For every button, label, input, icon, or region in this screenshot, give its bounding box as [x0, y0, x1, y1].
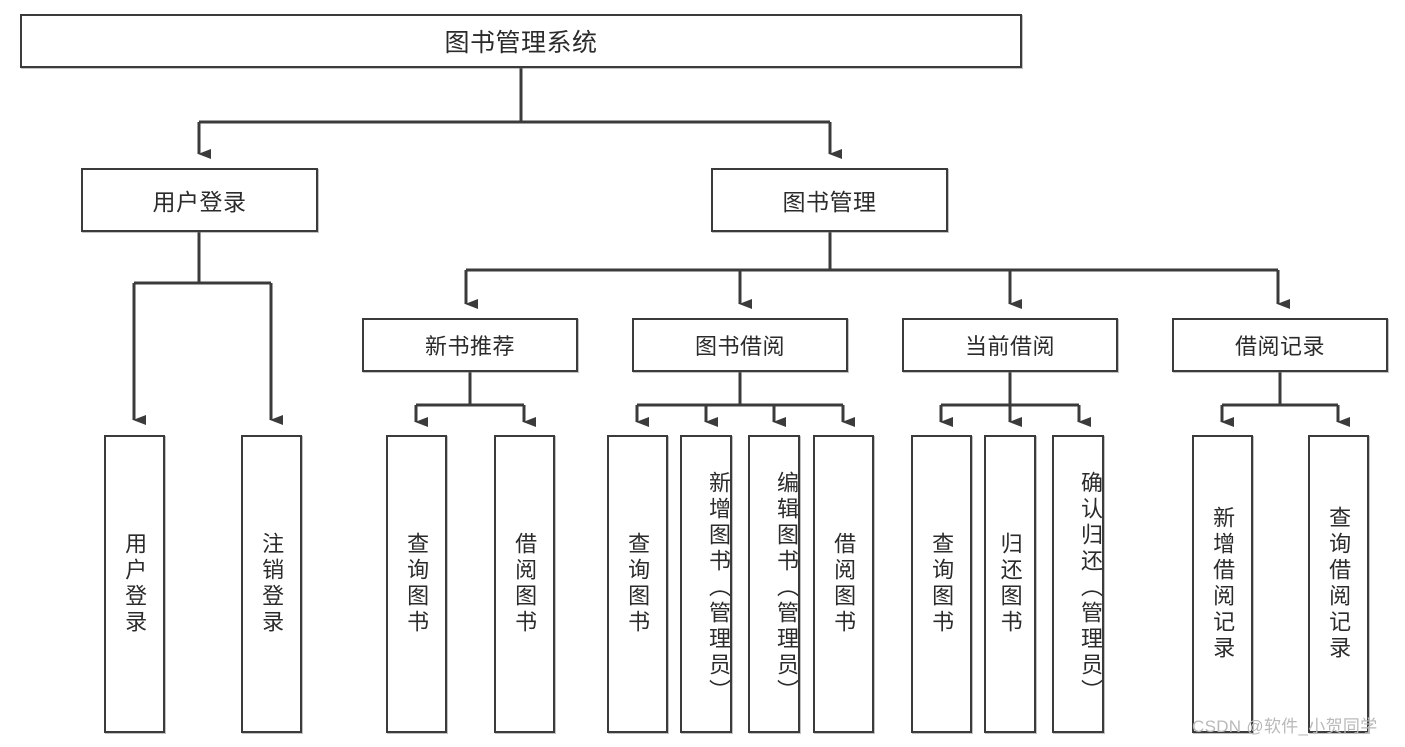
leaf-new-book-query-label: 查询图书 — [404, 532, 430, 636]
leaf-new-book-borrow[interactable]: 借阅图书 — [494, 435, 555, 733]
leaf-borrow-record-add-label: 新增借阅记录 — [1210, 506, 1236, 662]
node-new-book-recommend[interactable]: 新书推荐 — [362, 318, 578, 372]
leaf-book-borrow-edit-label: 编辑图书（管理员） — [774, 471, 799, 705]
node-borrow-record[interactable]: 借阅记录 — [1172, 318, 1388, 372]
leaf-user-login-signout[interactable]: 注销登录 — [241, 435, 302, 733]
leaf-book-borrow-add[interactable]: 新增图书（管理员） — [680, 435, 732, 733]
leaf-user-login-signout-label: 注销登录 — [259, 532, 285, 636]
leaf-current-borrow-return[interactable]: 归还图书 — [984, 435, 1036, 733]
leaf-current-borrow-query-label: 查询图书 — [929, 532, 955, 636]
leaf-borrow-record-query-label: 查询借阅记录 — [1326, 506, 1352, 662]
leaf-user-login-signin[interactable]: 用户登录 — [104, 435, 165, 733]
leaf-borrow-record-add[interactable]: 新增借阅记录 — [1192, 435, 1253, 733]
leaf-new-book-borrow-label: 借阅图书 — [512, 532, 538, 636]
leaf-current-borrow-confirm[interactable]: 确认归还（管理员） — [1052, 435, 1104, 733]
node-current-borrow-label: 当前借阅 — [964, 334, 1055, 359]
node-root-label: 图书管理系统 — [444, 29, 598, 57]
leaf-book-borrow-borrow[interactable]: 借阅图书 — [813, 435, 874, 733]
csdn-watermark: CSDN @软件_小贺同学 — [1192, 717, 1378, 736]
node-new-book-recommend-label: 新书推荐 — [424, 334, 515, 359]
leaf-borrow-record-query[interactable]: 查询借阅记录 — [1308, 435, 1369, 733]
node-current-borrow[interactable]: 当前借阅 — [902, 318, 1118, 372]
node-book-borrow[interactable]: 图书借阅 — [632, 318, 848, 372]
node-root[interactable]: 图书管理系统 — [20, 14, 1022, 68]
leaf-book-borrow-add-label: 新增图书（管理员） — [706, 471, 731, 705]
node-user-login-label: 用户登录 — [152, 189, 247, 215]
leaf-current-borrow-return-label: 归还图书 — [997, 532, 1023, 636]
node-user-login[interactable]: 用户登录 — [81, 168, 318, 232]
leaf-current-borrow-query[interactable]: 查询图书 — [911, 435, 972, 733]
node-book-management[interactable]: 图书管理 — [711, 168, 948, 232]
leaf-book-borrow-query-label: 查询图书 — [625, 532, 651, 636]
leaf-book-borrow-query[interactable]: 查询图书 — [607, 435, 668, 733]
node-borrow-record-label: 借阅记录 — [1234, 334, 1325, 359]
leaf-user-login-signin-label: 用户登录 — [122, 532, 148, 636]
node-book-management-label: 图书管理 — [782, 189, 877, 215]
leaf-book-borrow-edit[interactable]: 编辑图书（管理员） — [748, 435, 800, 733]
leaf-book-borrow-borrow-label: 借阅图书 — [831, 532, 857, 636]
leaf-new-book-query[interactable]: 查询图书 — [386, 435, 447, 733]
leaf-current-borrow-confirm-label: 确认归还（管理员） — [1078, 471, 1103, 705]
node-book-borrow-label: 图书借阅 — [694, 334, 785, 359]
